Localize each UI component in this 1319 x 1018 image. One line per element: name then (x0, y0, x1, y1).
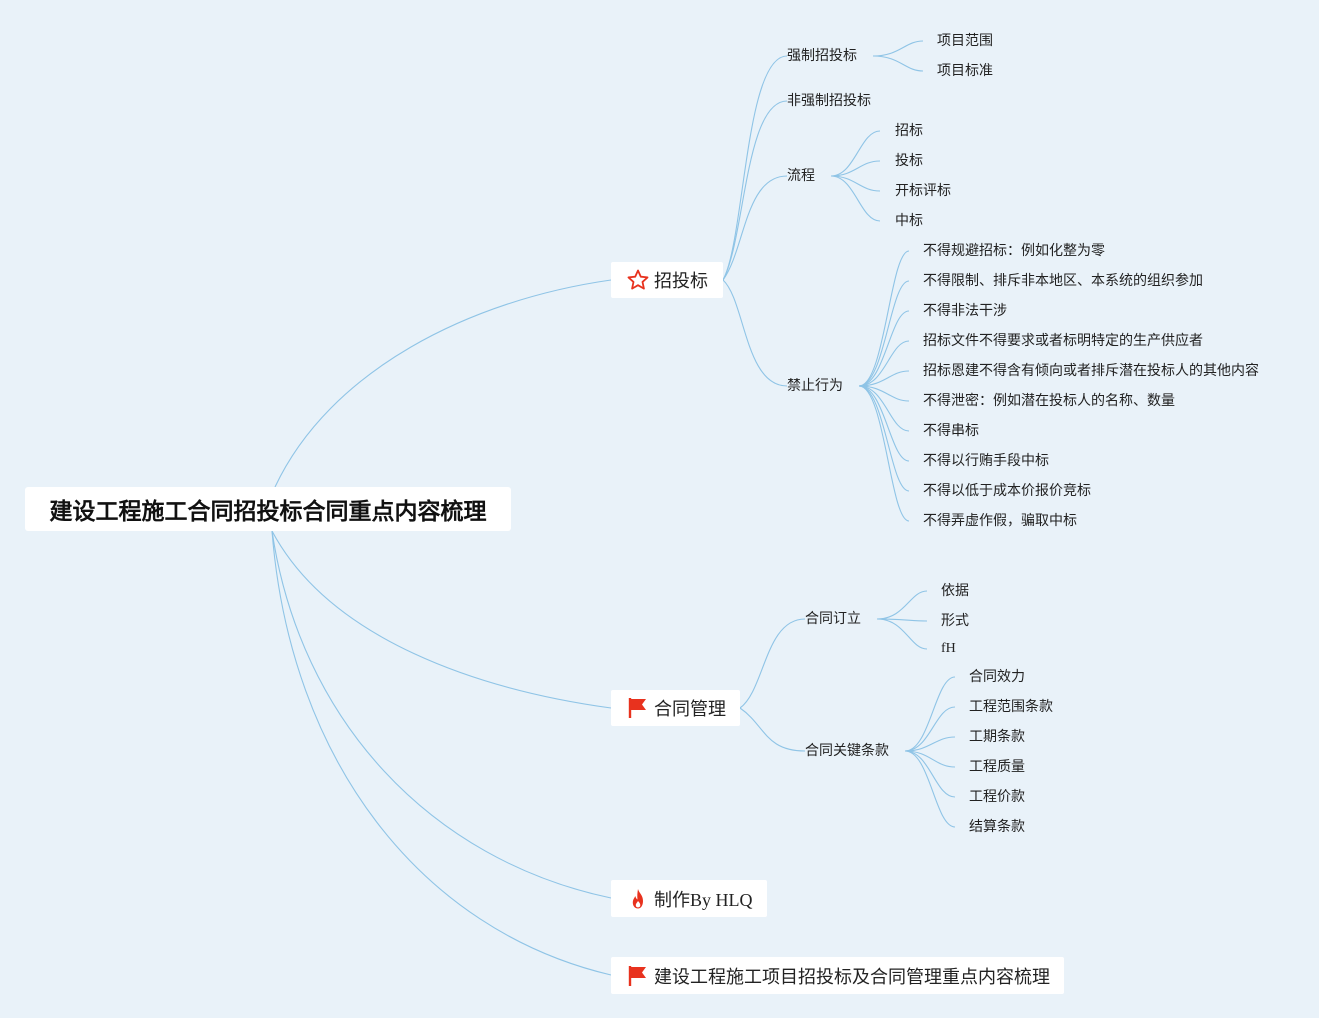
leaf-label: 投标 (895, 153, 923, 169)
leaf-prohibited-0[interactable]: 不得规避招标：例如化整为零 (923, 242, 1105, 260)
leaf-prohibited-7[interactable]: 不得以行贿手段中标 (923, 452, 1049, 470)
link-contract-clauses (739, 707, 806, 752)
branch-author-label: 制作By HLQ (654, 889, 753, 910)
leaf-label: 结算条款 (969, 819, 1025, 835)
sub-formation[interactable]: 合同订立 (805, 610, 861, 628)
link-bidding-nonmandatory (722, 100, 788, 281)
branch-bidding-label: 招投标 (654, 271, 708, 292)
branch-summary[interactable]: 建设工程施工项目招投标及合同管理重点内容梳理 (611, 957, 1064, 994)
leaf-process-2[interactable]: 开标评标 (895, 182, 951, 200)
flag-icon (625, 963, 651, 989)
leaf-label: 不得以行贿手段中标 (923, 453, 1049, 469)
leaf-label: 招标 (895, 123, 923, 139)
leaf-label: 开标评标 (895, 183, 951, 199)
leaf-prohibited-4[interactable]: 招标恩建不得含有倾向或者排斥潜在投标人的其他内容 (923, 362, 1259, 380)
leaf-label: 招标文件不得要求或者标明特定的生产供应者 (923, 333, 1203, 349)
link-bidding-process (722, 175, 788, 281)
leaf-mandatory-0[interactable]: 项目范围 (937, 32, 993, 50)
leaf-process-1[interactable]: 投标 (895, 152, 923, 170)
leaf-prohibited-3[interactable]: 招标文件不得要求或者标明特定的生产供应者 (923, 332, 1203, 350)
leaf-label: 不得限制、排斥非本地区、本系统的组织参加 (923, 273, 1203, 289)
branch-contract-label: 合同管理 (654, 699, 726, 720)
link-bidding-prohibited (722, 279, 788, 387)
link-root-contract (271, 530, 612, 709)
leaf-label: 不得非法干涉 (923, 303, 1007, 319)
leaf-clauses-0[interactable]: 合同效力 (969, 668, 1025, 686)
flag-icon (625, 695, 651, 721)
branch-contract[interactable]: 合同管理 (611, 690, 740, 726)
sub-key-clauses-label: 合同关键条款 (805, 743, 889, 759)
leaf-label: 形式 (941, 613, 969, 629)
sub-formation-label: 合同订立 (805, 611, 861, 627)
leaf-label: 工期条款 (969, 729, 1025, 745)
star-icon (625, 267, 651, 293)
leaf-prohibited-2[interactable]: 不得非法干涉 (923, 302, 1007, 320)
leaf-prohibited-9[interactable]: 不得弄虚作假，骗取中标 (923, 512, 1077, 530)
leaf-label: 依据 (941, 583, 969, 599)
sub-mandatory-label: 强制招投标 (787, 48, 857, 64)
leaf-label: 招标恩建不得含有倾向或者排斥潜在投标人的其他内容 (923, 363, 1259, 379)
link-root-summary (271, 530, 612, 976)
leaf-clauses-3[interactable]: 工程质量 (969, 758, 1025, 776)
leaf-label: 不得以低于成本价报价竞标 (923, 483, 1091, 499)
leaf-clauses-1[interactable]: 工程范围条款 (969, 698, 1053, 716)
leaf-process-3[interactable]: 中标 (895, 212, 923, 230)
leaf-prohibited-5[interactable]: 不得泄密：例如潜在投标人的名称、数量 (923, 392, 1175, 410)
leaf-label: 工程质量 (969, 759, 1025, 775)
leaf-label: 不得规避招标：例如化整为零 (923, 243, 1105, 259)
leaf-clauses-2[interactable]: 工期条款 (969, 728, 1025, 746)
sub-process[interactable]: 流程 (787, 167, 815, 185)
leaf-label: 中标 (895, 213, 923, 229)
leaf-label: 不得弄虚作假，骗取中标 (923, 513, 1077, 529)
leaf-clauses-5[interactable]: 结算条款 (969, 818, 1025, 836)
leaf-label: 不得泄密：例如潜在投标人的名称、数量 (923, 393, 1175, 409)
leaf-label: 工程价款 (969, 789, 1025, 805)
root-topic[interactable]: 建设工程施工合同招投标合同重点内容梳理 (25, 487, 511, 531)
branch-bidding[interactable]: 招投标 (611, 262, 723, 298)
fire-icon (625, 886, 651, 912)
leaf-label: 项目范围 (937, 33, 993, 49)
leaf-formation-2[interactable]: fH (941, 640, 956, 658)
leaf-formation-0[interactable]: 依据 (941, 582, 969, 600)
leaf-formation-1[interactable]: 形式 (941, 612, 969, 630)
leaf-prohibited-6[interactable]: 不得串标 (923, 422, 979, 440)
leaf-label: 工程范围条款 (969, 699, 1053, 715)
leaf-label: 不得串标 (923, 423, 979, 439)
link-contract-formation (739, 618, 806, 709)
sub-prohibited-label: 禁止行为 (787, 378, 843, 394)
sub-mandatory[interactable]: 强制招投标 (787, 47, 857, 65)
leaf-clauses-4[interactable]: 工程价款 (969, 788, 1025, 806)
link-root-author (271, 530, 612, 899)
leaf-mandatory-1[interactable]: 项目标准 (937, 62, 993, 80)
link-root-bidding (274, 279, 612, 488)
sub-process-label: 流程 (787, 168, 815, 184)
sub-prohibited[interactable]: 禁止行为 (787, 377, 843, 395)
link-bidding-mandatory (722, 55, 788, 281)
leaf-label: fH (941, 641, 956, 656)
branch-author[interactable]: 制作By HLQ (611, 880, 767, 917)
sub-non-mandatory[interactable]: 非强制招投标 (787, 92, 871, 110)
branch-summary-label: 建设工程施工项目招投标及合同管理重点内容梳理 (654, 966, 1050, 988)
leaf-label: 合同效力 (969, 669, 1025, 685)
leaf-prohibited-1[interactable]: 不得限制、排斥非本地区、本系统的组织参加 (923, 272, 1203, 290)
sub-non-mandatory-label: 非强制招投标 (787, 93, 871, 109)
leaf-label: 项目标准 (937, 63, 993, 79)
root-title: 建设工程施工合同招投标合同重点内容梳理 (49, 499, 487, 525)
leaf-process-0[interactable]: 招标 (895, 122, 923, 140)
leaf-prohibited-8[interactable]: 不得以低于成本价报价竞标 (923, 482, 1091, 500)
sub-key-clauses[interactable]: 合同关键条款 (805, 742, 889, 760)
